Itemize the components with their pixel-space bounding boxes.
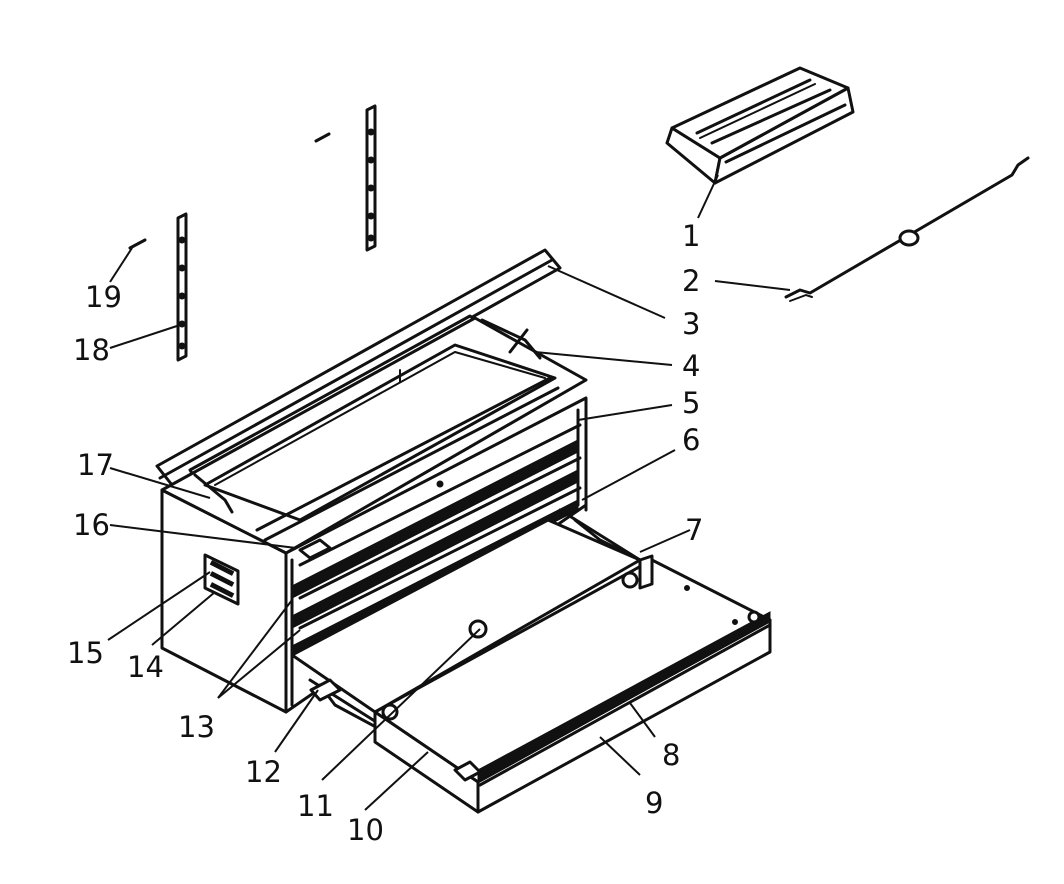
- callout-9: 9: [645, 786, 663, 820]
- callout-7: 7: [685, 513, 703, 547]
- callout-4: 4: [682, 349, 700, 383]
- callout-2: 2: [682, 264, 700, 298]
- part-14-side-handle: [203, 553, 240, 606]
- hinge-pin-upper: [314, 132, 331, 143]
- part-1-tote-tray: [665, 66, 855, 185]
- hinge-strip-upper: [365, 104, 377, 252]
- open-drawer: [290, 508, 772, 814]
- part-19-hinge-pin: [128, 238, 147, 250]
- callout-labels: 1 2 3 4 5 6 7 8 9 10 11 12 13 14 15 16 1…: [67, 219, 703, 847]
- callout-14: 14: [127, 650, 164, 684]
- callout-8: 8: [662, 738, 680, 772]
- callout-5: 5: [682, 386, 700, 420]
- callout-6: 6: [682, 423, 700, 457]
- callout-18: 18: [73, 333, 110, 367]
- part-2-lid-rod: [784, 156, 1030, 302]
- callout-19: 19: [85, 280, 122, 314]
- callout-1: 1: [682, 219, 700, 253]
- callout-15: 15: [67, 636, 104, 670]
- callout-13: 13: [178, 710, 215, 744]
- callout-16: 16: [73, 508, 110, 542]
- callout-12: 12: [245, 755, 282, 789]
- callout-17: 17: [77, 448, 114, 482]
- callout-10: 10: [347, 813, 384, 847]
- part-18-hinge-strip: [176, 212, 188, 362]
- callout-11: 11: [297, 789, 334, 823]
- leader-lines: [107, 174, 791, 811]
- callout-3: 3: [682, 307, 700, 341]
